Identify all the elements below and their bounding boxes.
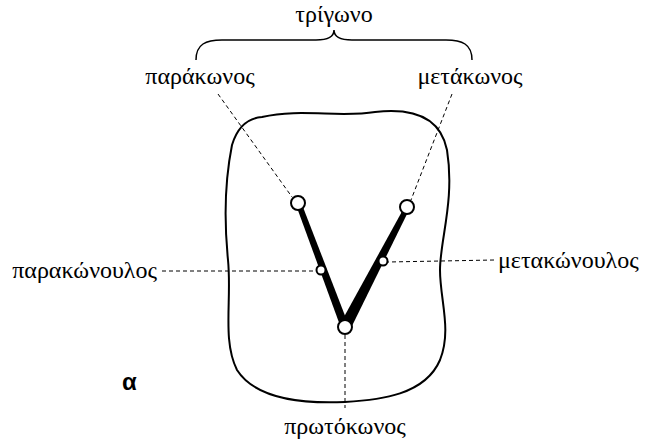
cusp-label: πρωτόκωνος (284, 412, 406, 440)
cusp-label: παράκωνος (145, 62, 254, 90)
trigon-label: τρίγωνο (295, 0, 372, 28)
leader-line (345, 335, 346, 408)
cusp-circle (291, 196, 305, 210)
trigon-brace (196, 30, 472, 60)
cusp-circle (317, 266, 326, 275)
cusp-label: μετάκωνος (417, 62, 522, 90)
leader-line (218, 94, 292, 197)
leader-line (411, 94, 452, 200)
cusp-circle (379, 257, 388, 266)
cusp-circle (400, 200, 414, 214)
crest (296, 202, 349, 328)
leader-line (388, 260, 494, 262)
cusp-label: παρακώνουλος (12, 256, 157, 284)
panel-letter: α (122, 368, 137, 396)
leader-line (162, 271, 314, 272)
cusp-label: μετακώνουλος (498, 246, 639, 274)
cusp-circle (338, 320, 352, 334)
crest (339, 206, 410, 330)
tooth-outline (226, 111, 450, 402)
